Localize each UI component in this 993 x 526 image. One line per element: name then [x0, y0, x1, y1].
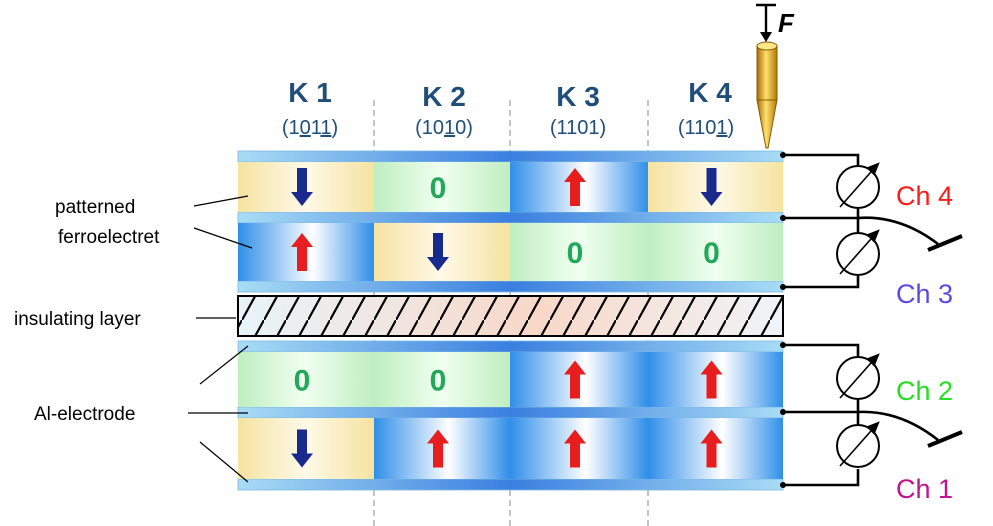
electrode-strip — [237, 406, 784, 419]
label-ferroelectret: ferroelectret — [58, 227, 160, 248]
side-labels: patterned ferroelectret insulating layer… — [14, 195, 253, 483]
ferroelectret-cells: 0 0 0 0 0 — [238, 162, 783, 479]
down-arrow-icon — [427, 233, 449, 271]
leader-line — [193, 227, 253, 249]
insulating-layer — [237, 295, 784, 337]
label-insulating-layer: insulating layer — [14, 309, 141, 330]
cell-0 — [374, 162, 510, 212]
down-arrow-icon — [700, 168, 723, 206]
cell-0 — [648, 223, 783, 281]
column-code-k1: (1011) — [282, 117, 338, 139]
leader-line — [199, 345, 249, 385]
electrode-strip — [237, 280, 784, 293]
up-arrow-icon — [700, 429, 723, 468]
meter-ch4 — [836, 162, 880, 209]
meter-ch1 — [836, 421, 880, 468]
up-arrow-icon — [564, 360, 586, 399]
column-headers: K 1 K 2 K 3 K 4 (1011) (1010) (1101) (11… — [282, 77, 734, 139]
meter-ch3 — [836, 229, 880, 276]
zero-label: 0 — [294, 365, 311, 398]
label-patterned: patterned — [55, 197, 135, 218]
down-arrow-icon — [291, 429, 313, 468]
column-code-k3: (1101) — [550, 117, 606, 139]
cell-0 — [238, 352, 374, 407]
electrode-strip — [237, 478, 784, 491]
channel-label-ch3: Ch 3 — [896, 279, 953, 309]
cell-0 — [374, 352, 510, 407]
column-label-k1: K 1 — [288, 77, 332, 108]
column-label-k4: K 4 — [688, 77, 732, 108]
zero-label: 0 — [430, 365, 447, 398]
column-label-k2: K 2 — [422, 81, 466, 112]
zero-label: 0 — [703, 237, 720, 270]
down-arrow-icon — [291, 168, 313, 206]
leader-line — [193, 195, 249, 207]
label-al-electrode: Al-electrode — [34, 404, 135, 425]
up-arrow-icon — [564, 429, 586, 468]
column-code-k2: (1010) — [415, 117, 473, 139]
column-label-k3: K 3 — [556, 81, 600, 112]
meter-ch2 — [836, 353, 880, 400]
up-arrow-icon — [700, 360, 723, 399]
up-arrow-icon — [291, 233, 313, 271]
force-probe — [756, 3, 778, 149]
up-arrow-icon — [564, 168, 586, 206]
terminal-dots — [780, 152, 786, 488]
electrode-strip — [237, 340, 784, 353]
zero-label: 0 — [567, 237, 584, 270]
circuit — [783, 153, 939, 487]
electrode-strip — [237, 150, 784, 163]
cell-0 — [510, 223, 648, 281]
zero-label: 0 — [430, 172, 447, 205]
up-arrow-icon — [427, 429, 449, 468]
channel-label-ch2: Ch 2 — [896, 376, 953, 406]
channel-label-ch4: Ch 4 — [896, 181, 953, 211]
ground-symbols — [927, 234, 963, 448]
electrode-strip — [237, 211, 784, 224]
leader-line — [199, 441, 249, 483]
force-label: F — [778, 8, 795, 38]
column-code-k4: (1101) — [678, 117, 734, 139]
channel-label-ch1: Ch 1 — [896, 474, 953, 504]
